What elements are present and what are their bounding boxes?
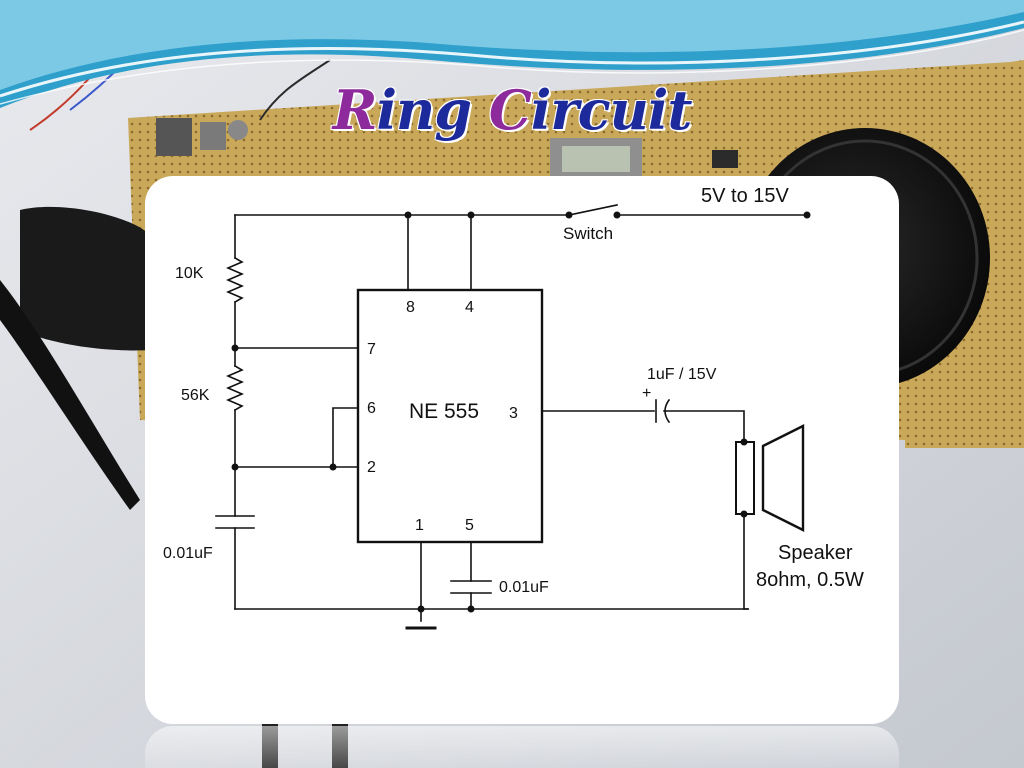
junction-dot <box>740 510 748 518</box>
wire-speaker-to-ground <box>743 513 749 610</box>
resistor-56k <box>225 364 245 412</box>
supply-terminal <box>803 211 811 219</box>
resistor-10k <box>225 256 245 304</box>
pin-label-6: 6 <box>367 400 376 417</box>
wire-pin6 <box>332 407 359 468</box>
ic-ne555-body <box>356 288 544 544</box>
pin-label-2: 2 <box>367 459 376 476</box>
junction-dot <box>231 463 239 471</box>
pin-label-5: 5 <box>465 517 474 534</box>
switch-symbol <box>568 204 618 216</box>
junction-dot <box>467 211 475 219</box>
card-reflection <box>145 726 899 768</box>
speaker-coil <box>735 441 755 515</box>
ic-label: NE 555 <box>409 400 479 423</box>
slide-title-cap-r: R <box>332 78 378 142</box>
junction-dot <box>417 605 425 613</box>
junction-dot <box>231 344 239 352</box>
slide-title-cap-c: C <box>488 78 532 142</box>
speaker-label: Speaker <box>778 542 853 564</box>
junction-dot <box>329 463 337 471</box>
switch-contact <box>565 211 573 219</box>
slide-title: Ring Circuit <box>0 78 1024 142</box>
junction-dot <box>404 211 412 219</box>
pin-label-4: 4 <box>465 299 474 316</box>
pin-label-7: 7 <box>367 341 376 358</box>
regulator-photo <box>156 118 192 156</box>
control-cap-label: 0.01uF <box>499 579 549 596</box>
connector-photo <box>20 206 150 351</box>
coupling-cap-polarity: + <box>642 385 651 402</box>
speaker-rating-label: 8ohm, 0.5W <box>756 569 864 591</box>
pin-label-3: 3 <box>509 405 518 422</box>
junction-dot <box>467 605 475 613</box>
schematic-diagram: 5V to 15V Switch 10K 56K 0.01uF 0.01uF 1… <box>163 185 864 630</box>
supply-label: 5V to 15V <box>701 185 790 207</box>
pin-label-8: 8 <box>406 299 415 316</box>
coupling-cap-label: 1uF / 15V <box>647 366 717 383</box>
speaker-cone <box>761 424 805 532</box>
resistor-10k-label: 10K <box>175 265 204 282</box>
switch-label: Switch <box>563 224 613 243</box>
timing-cap-label: 0.01uF <box>163 545 213 562</box>
junction-dot <box>740 438 748 446</box>
switch-contact <box>613 211 621 219</box>
slide-title-part1: ing <box>376 78 489 142</box>
schematic-card: 5V to 15V Switch 10K 56K 0.01uF 0.01uF 1… <box>145 176 899 724</box>
resistor-56k-label: 56K <box>181 387 210 404</box>
pin-label-1: 1 <box>415 517 424 534</box>
slide-title-part2: ircuit <box>530 78 693 142</box>
wire-cap-to-speaker <box>663 410 745 443</box>
